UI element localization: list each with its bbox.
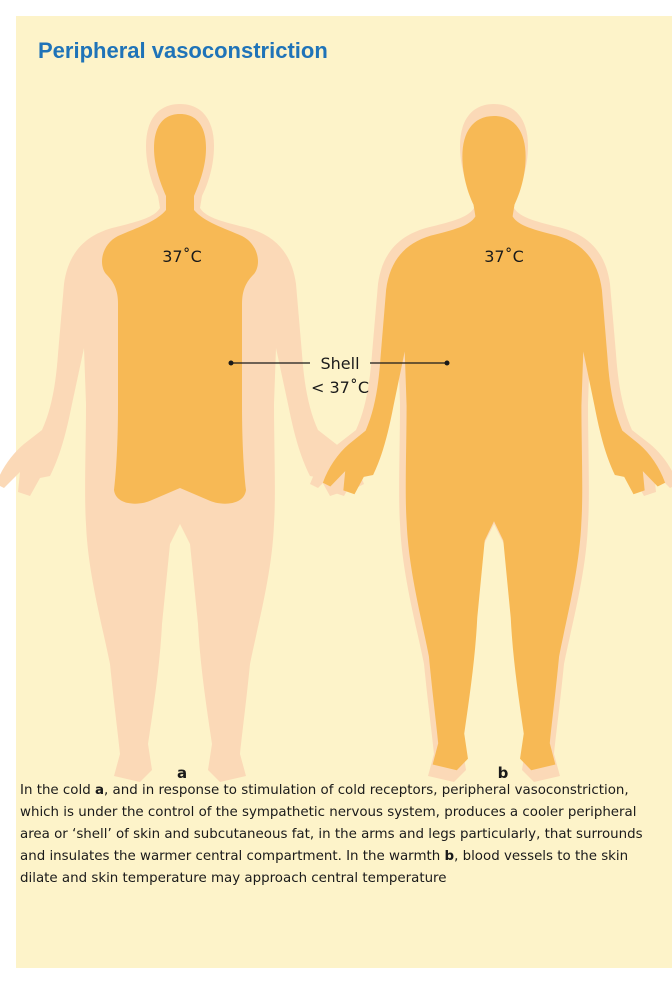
shell-pointer-dot-left [229, 361, 234, 366]
caption-text-1: In the cold [20, 783, 95, 798]
figure-a-cold [0, 104, 364, 782]
shell-label: Shell [320, 354, 359, 373]
caption-ref-a: a [95, 783, 104, 798]
core-temp-label-a: 37˚C [162, 247, 202, 266]
figure-b-warm [310, 104, 672, 782]
shell-temp-label: < 37˚C [311, 378, 369, 397]
shell-pointer-dot-right [445, 361, 450, 366]
caption-ref-b: b [444, 849, 454, 864]
figure-caption: In the cold a, and in response to stimul… [20, 780, 650, 890]
core-temp-label-b: 37˚C [484, 247, 524, 266]
